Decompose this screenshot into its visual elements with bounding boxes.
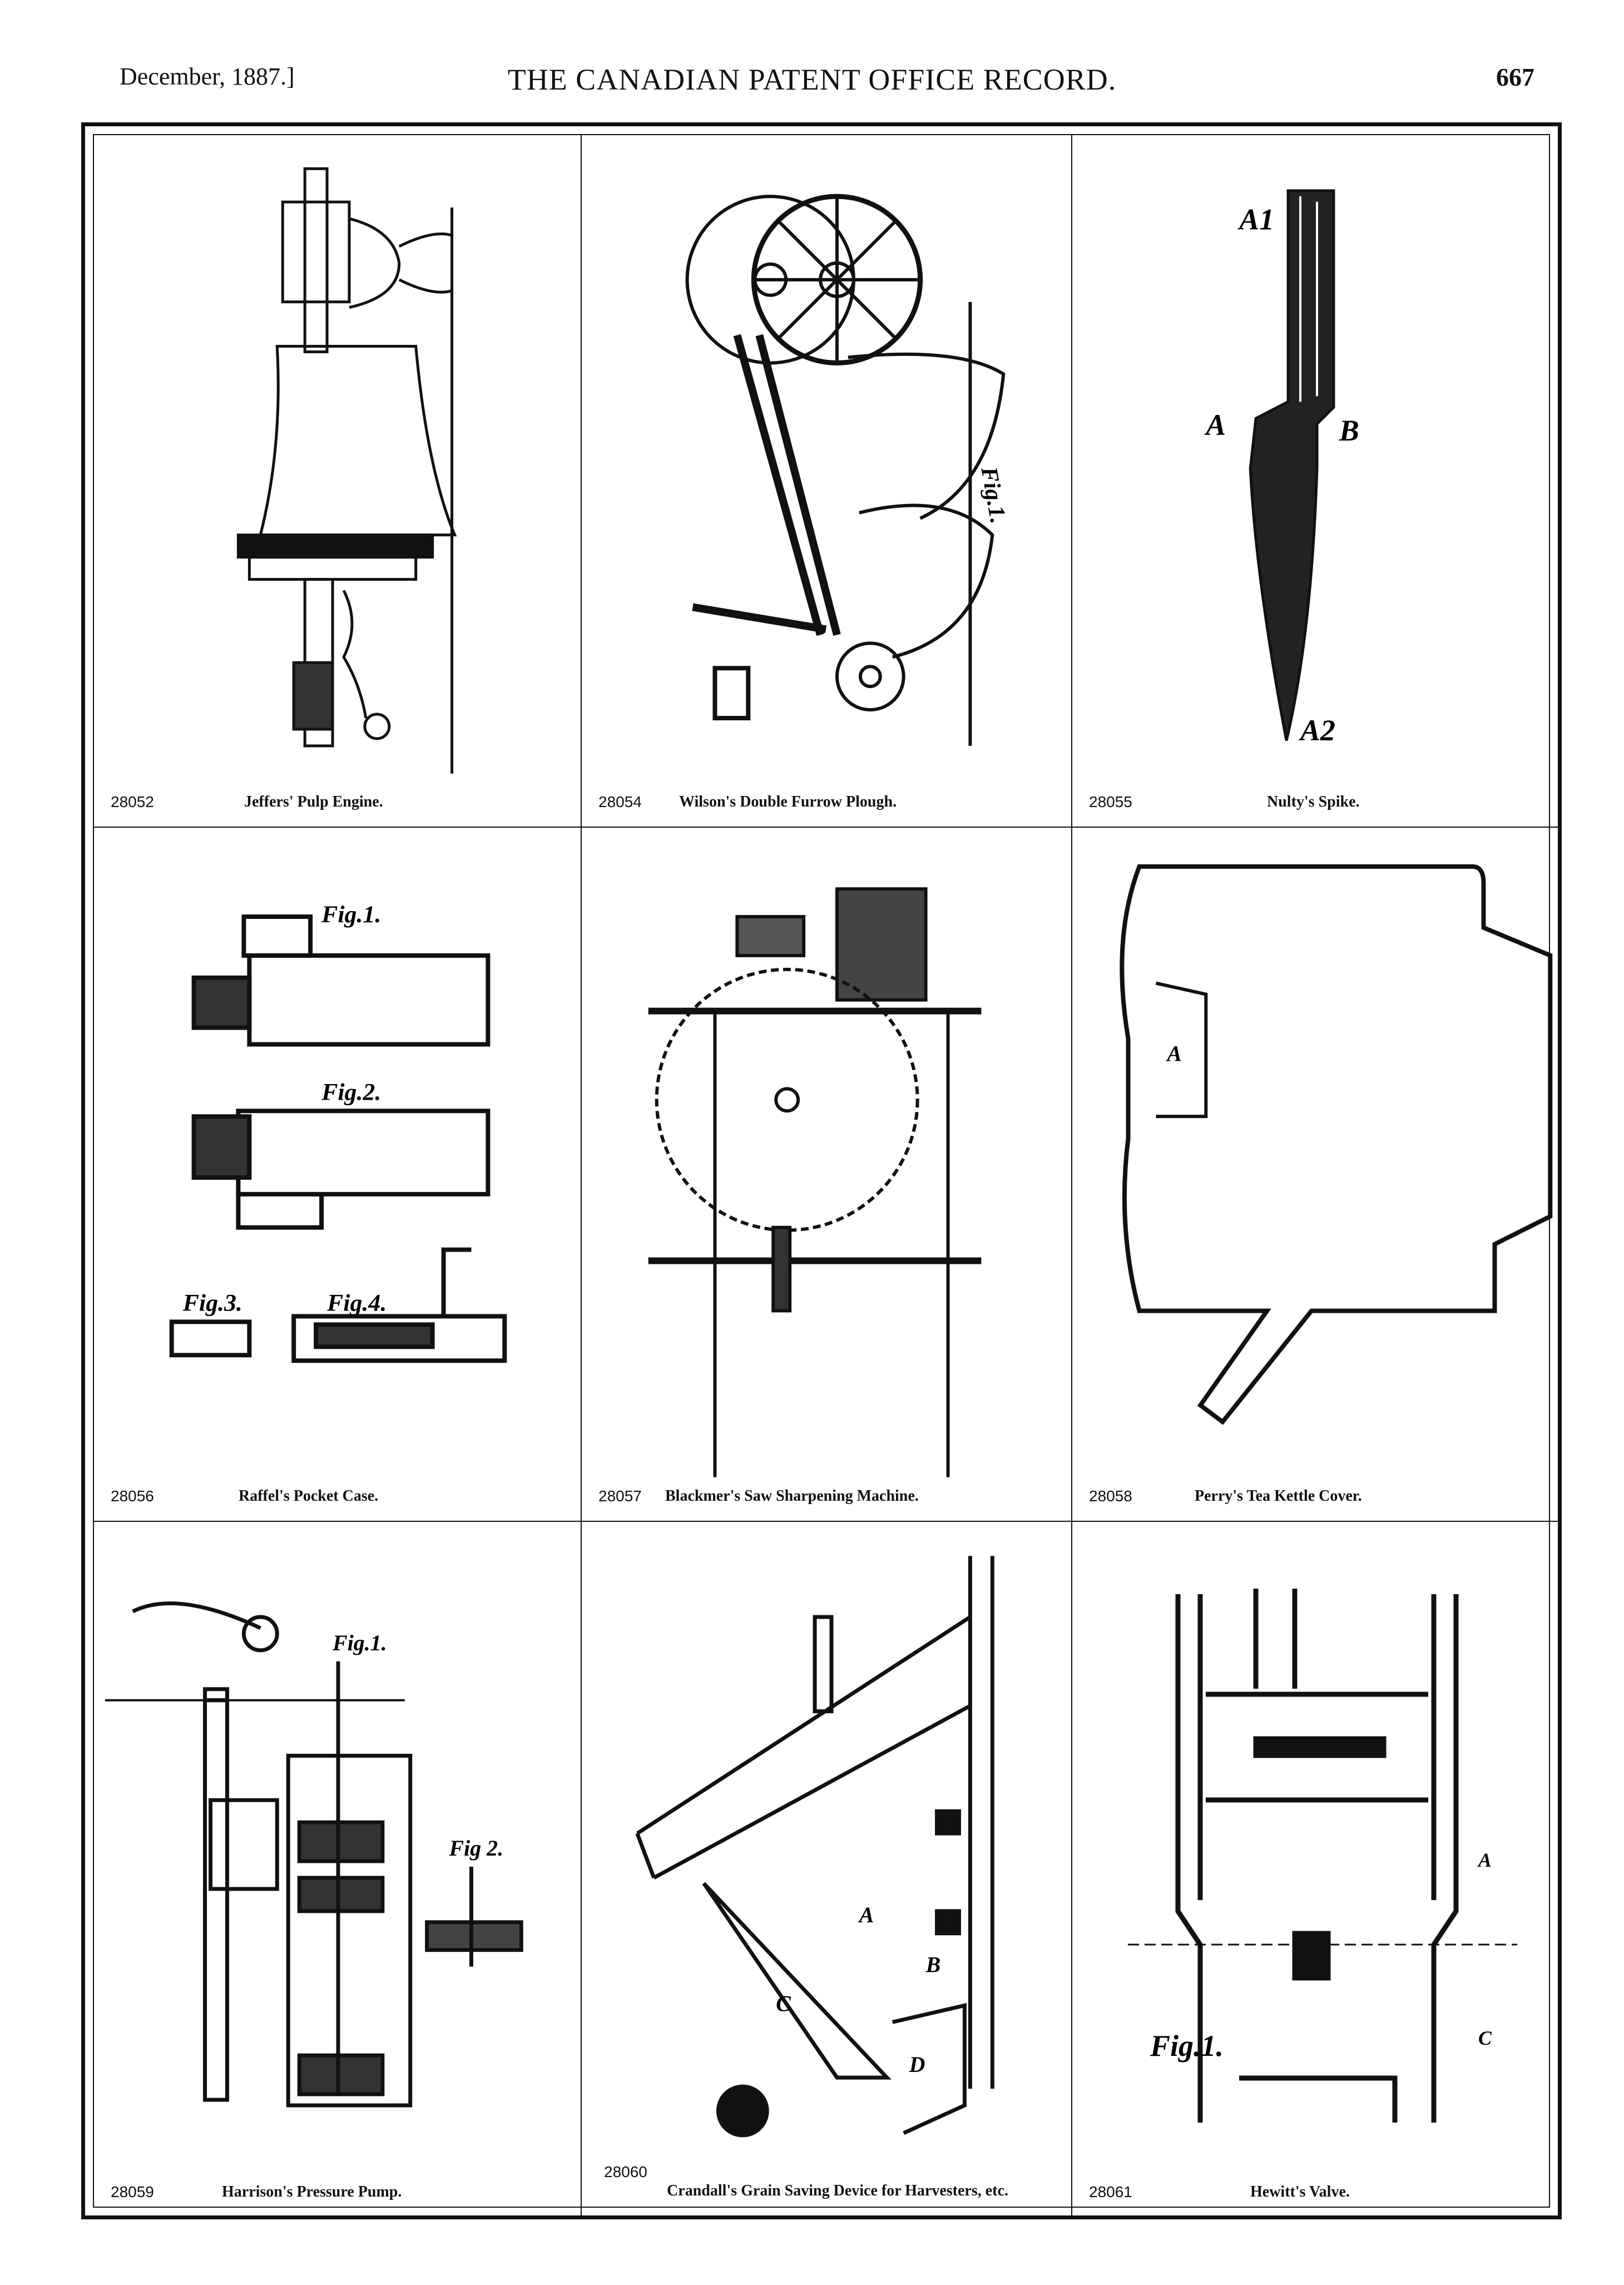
plates-grid: 28052 Jeffers' Pulp Engine. Fig.1. 28054… <box>93 134 1559 2217</box>
figure-label: Fig.1. <box>332 1630 387 1655</box>
patent-cell-28055: A1 A B A2 28055 Nulty's Spike. <box>1072 135 1559 828</box>
figure-label: A <box>1165 1041 1182 1066</box>
patent-cell-28061: Fig.1. A C 28061 Hewitt's Valve. <box>1072 1522 1559 2217</box>
patent-cell-28060: A B C D 28060 Crandall's Grain Saving De… <box>582 1522 1072 2217</box>
figure-label: Fig.1. <box>321 901 381 928</box>
kettle-cover-drawing: A <box>1120 864 1553 1425</box>
pulp-engine-drawing <box>236 167 457 774</box>
saw-machine-drawing <box>648 887 982 1477</box>
patent-title: Hewitt's Valve. <box>1250 2183 1350 2200</box>
patent-title: Jeffers' Pulp Engine. <box>244 793 383 810</box>
patent-number: 28056 <box>111 1487 154 1505</box>
figure-label: A <box>858 1902 874 1927</box>
pressure-pump-drawing: Fig.1. Fig 2. <box>105 1601 523 2108</box>
figure-label: A <box>1204 408 1226 442</box>
patent-title: Raffel's Pocket Case. <box>239 1487 379 1505</box>
grain-saver-drawing: A B C D <box>635 1556 994 2138</box>
figure-label: C <box>1478 2027 1492 2049</box>
patent-number: 28057 <box>598 1487 642 1505</box>
plates-frame: 28052 Jeffers' Pulp Engine. Fig.1. 28054… <box>81 122 1562 2219</box>
figure-label: B <box>1339 414 1359 447</box>
header-date: December, 1887.] <box>120 63 295 90</box>
plough-drawing: Fig.1. <box>685 194 1011 746</box>
patent-title: Perry's Tea Kettle Cover. <box>1195 1487 1362 1505</box>
figure-label: D <box>909 2052 925 2077</box>
figure-label: Fig.4. <box>326 1289 387 1316</box>
patent-number: 28058 <box>1089 1487 1132 1505</box>
patent-number: 28052 <box>111 793 154 810</box>
patent-title: Wilson's Double Furrow Plough. <box>679 793 897 810</box>
patent-number: 28055 <box>1089 793 1132 810</box>
patent-cell-28058: A 28058 Perry's Tea Kettle Cover. <box>1072 828 1559 1522</box>
valve-drawing: Fig.1. A C <box>1128 1589 1517 2123</box>
patent-number: 28061 <box>1089 2183 1132 2200</box>
figure-label: Fig.3. <box>182 1289 242 1316</box>
patent-cell-28056: Fig.1. Fig.2. Fig.3. Fig.4. 28056 Raffel… <box>94 828 582 1522</box>
page-number: 667 <box>1496 63 1534 91</box>
patent-cell-28054: Fig.1. 28054 Wilson's Double Furrow Plou… <box>582 135 1072 828</box>
patent-cell-28057: 28057 Blackmer's Saw Sharpening Machine. <box>582 828 1072 1522</box>
figure-label: Fig.1. <box>1150 2029 1224 2063</box>
figure-label: Fig.2. <box>321 1079 381 1105</box>
figure-label: C <box>776 1991 791 2016</box>
spike-drawing: A1 A B A2 <box>1204 189 1359 747</box>
figure-label: A2 <box>1299 714 1335 747</box>
figure-label: A1 <box>1237 203 1274 236</box>
patent-number: 28060 <box>604 2163 647 2180</box>
patent-caption: 28060 Crandall's Grain Saving Device for… <box>604 2163 1049 2201</box>
figure-label: B <box>925 1952 941 1977</box>
patent-title: Nulty's Spike. <box>1267 793 1360 810</box>
page-title: THE CANADIAN PATENT OFFICE RECORD. <box>507 63 1117 96</box>
figure-label: A <box>1477 1849 1492 1871</box>
patent-title: Crandall's Grain Saving Device for Harve… <box>667 2182 1008 2199</box>
figure-label: Fig 2. <box>449 1836 504 1861</box>
patent-title: Harrison's Pressure Pump. <box>222 2183 402 2200</box>
figure-label: Fig.1. <box>976 464 1011 526</box>
patent-number: 28059 <box>111 2183 154 2200</box>
pocket-case-drawing: Fig.1. Fig.2. Fig.3. Fig.4. <box>169 901 507 1363</box>
patent-number: 28054 <box>598 793 642 810</box>
patent-cell-28052: 28052 Jeffers' Pulp Engine. <box>94 135 582 828</box>
patent-cell-28059: Fig.1. Fig 2. 28059 Harrison's Pressure … <box>94 1522 582 2217</box>
patent-title: Blackmer's Saw Sharpening Machine. <box>665 1487 919 1505</box>
